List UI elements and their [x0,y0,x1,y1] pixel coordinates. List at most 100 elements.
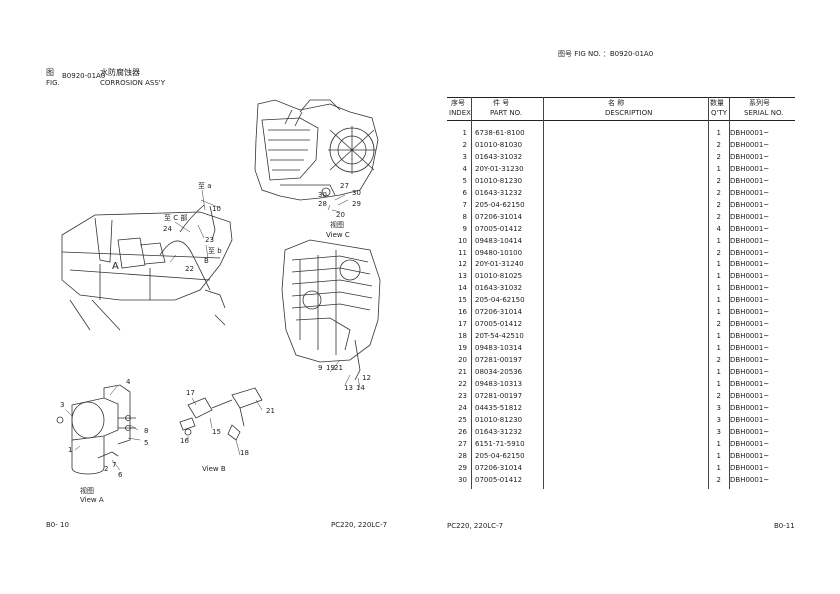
callout-2: 2 [104,465,109,473]
row-qty: 1 [716,260,721,269]
row-part-no: 07005-01412 [475,224,523,233]
callout-17: 17 [186,389,195,397]
row-serial: DBH0001~ [730,260,770,269]
col-divider [471,97,472,489]
row-qty: 1 [716,236,721,245]
left-footer-page: B0- 10 [46,521,69,529]
callout-19: 19 [326,364,335,372]
row-part-no: 01010-81025 [475,272,523,281]
row-part-no: 07206-31014 [475,212,523,221]
row-qty: 2 [716,391,721,400]
row-part-no: 01010-81230 [475,415,523,424]
filter-view-a [56,384,136,475]
callout-14: 14 [356,384,365,392]
row-part-no: 6151-71-5910 [475,439,525,448]
row-qty: 1 [716,284,721,293]
row-serial: DBH0001~ [730,415,770,424]
callout-22: 22 [185,265,194,273]
row-index: 18 [458,332,467,341]
row-serial: DBH0001~ [730,224,770,233]
callout-6: 6 [118,471,123,479]
callout-30b: 30 [352,189,361,197]
callout-b: B [204,257,209,265]
callout-24: 24 [163,225,172,233]
right-page: 图号 FIG NO. ：B0920-01A0 [420,0,840,594]
left-page: 图 FIG. B0920-01A0 水防腐蚀器 CORROSION ASS'Y [46,69,388,529]
row-serial: DBH0001~ [730,284,770,293]
row-serial: DBH0001~ [730,451,770,460]
callout-4: 4 [126,378,131,386]
row-index: 26 [458,427,467,436]
row-serial: DBH0001~ [730,320,770,329]
row-serial: DBH0001~ [730,152,770,161]
col-divider [729,97,730,489]
callout-3: 3 [60,401,65,409]
callout-20: 20 [336,211,345,219]
callout-to-b: 至 b [208,247,222,255]
row-qty: 1 [716,272,721,281]
row-part-no: 01643-31232 [475,427,523,436]
row-serial: DBH0001~ [730,272,770,281]
row-index: 12 [458,260,467,269]
row-index: 13 [458,272,467,281]
row-part-no: 01010-81230 [475,176,523,185]
row-qty: 1 [716,379,721,388]
callout-23: 23 [205,236,214,244]
callout-8: 8 [144,427,149,435]
row-part-no: 04435-51812 [475,403,523,412]
row-part-no: 20Y-01-31230 [475,164,524,173]
col-divider [543,97,544,489]
callout-10: 10 [212,205,221,213]
row-qty: 2 [716,140,721,149]
row-index: 23 [458,391,467,400]
row-part-no: 08034-20536 [475,368,523,376]
view-a-zh: 视图 [80,487,94,495]
row-serial: DBH0001~ [730,129,770,137]
row-index: 17 [458,320,467,329]
row-part-no: 07206-31014 [475,308,523,317]
header-qty-zh: 数量 [710,99,724,107]
row-index: 2 [462,140,467,149]
left-footer-model: PC220, 220LC-7 [331,521,388,529]
row-serial: DBH0001~ [730,212,770,221]
header-index-en: INDEX [449,109,471,117]
callout-13: 13 [344,384,353,392]
row-qty: 3 [716,403,721,412]
right-footer-model: PC220, 220LC-7 [447,522,504,530]
row-qty: 2 [716,475,721,484]
row-serial: DBH0001~ [730,368,770,376]
row-qty: 2 [716,200,721,209]
row-serial: DBH0001~ [730,248,770,257]
fittings-view-b [179,387,263,441]
row-index: 22 [458,379,467,388]
row-qty: 2 [716,212,721,221]
callout-to-a: 至 a [198,182,212,190]
view-c-zh: 视图 [330,221,344,229]
parts-illustration [56,99,381,475]
row-qty: 2 [716,152,721,161]
row-index: 19 [458,344,467,353]
callout-16: 16 [180,437,189,445]
row-part-no: 07206-31014 [475,463,523,472]
callout-30: 30 [318,191,327,199]
title-en: CORROSION ASS'Y [100,79,165,87]
row-index: 11 [458,248,467,257]
header-part-zh: 件 号 [493,99,510,107]
row-qty: 3 [716,415,721,424]
row-serial: DBH0001~ [730,439,770,448]
